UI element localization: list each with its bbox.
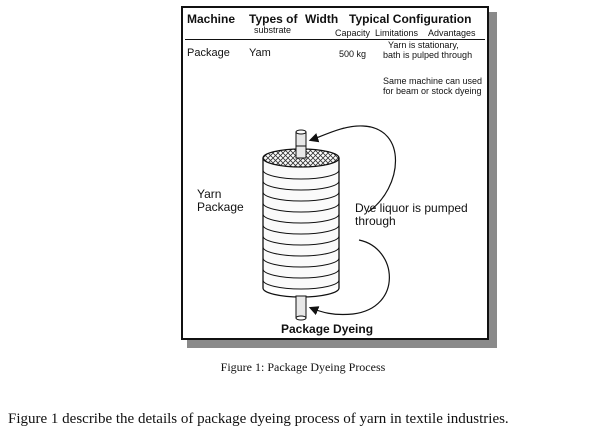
machine-note: Same machine can used for beam or stock … xyxy=(383,76,483,96)
header-machine: Machine xyxy=(187,12,236,26)
yarn-package-cylinder xyxy=(262,145,340,298)
cell-substrate: Yam xyxy=(249,47,271,59)
header-advantages: Advantages xyxy=(428,28,476,38)
cell-machine: Package xyxy=(187,47,230,59)
header-types-of: Types of xyxy=(249,12,298,26)
header-divider xyxy=(185,39,485,40)
lower-flow-arrow xyxy=(308,239,390,316)
figure-frame: Machine Types of Width Typical Configura… xyxy=(181,6,489,340)
dye-liquor-label: Dye liquor is pumped through xyxy=(355,201,468,228)
cell-capacity: 500 kg xyxy=(339,49,367,59)
top-spindle xyxy=(295,129,307,159)
header-typical-configuration: Typical Configuration xyxy=(349,12,472,26)
header-capacity: Capacity xyxy=(335,28,371,38)
yarn-package-label: Yarn Package xyxy=(197,187,244,214)
upper-flow-arrow xyxy=(308,125,396,213)
bottom-spindle xyxy=(295,295,307,321)
cell-config-line2: bath is pulped through xyxy=(383,50,473,60)
header-width: Width xyxy=(305,12,339,26)
package-dyeing-illustration xyxy=(262,125,396,321)
body-paragraph: Figure 1 describe the details of package… xyxy=(8,411,509,427)
cell-config-line1: Yarn is stationary, xyxy=(388,40,459,50)
header-limitations: Limitations xyxy=(375,28,419,38)
figure-caption: Figure 1: Package Dyeing Process xyxy=(220,360,386,374)
diagram-title: Package Dyeing xyxy=(281,322,374,336)
header-substrate: substrate xyxy=(254,25,292,35)
